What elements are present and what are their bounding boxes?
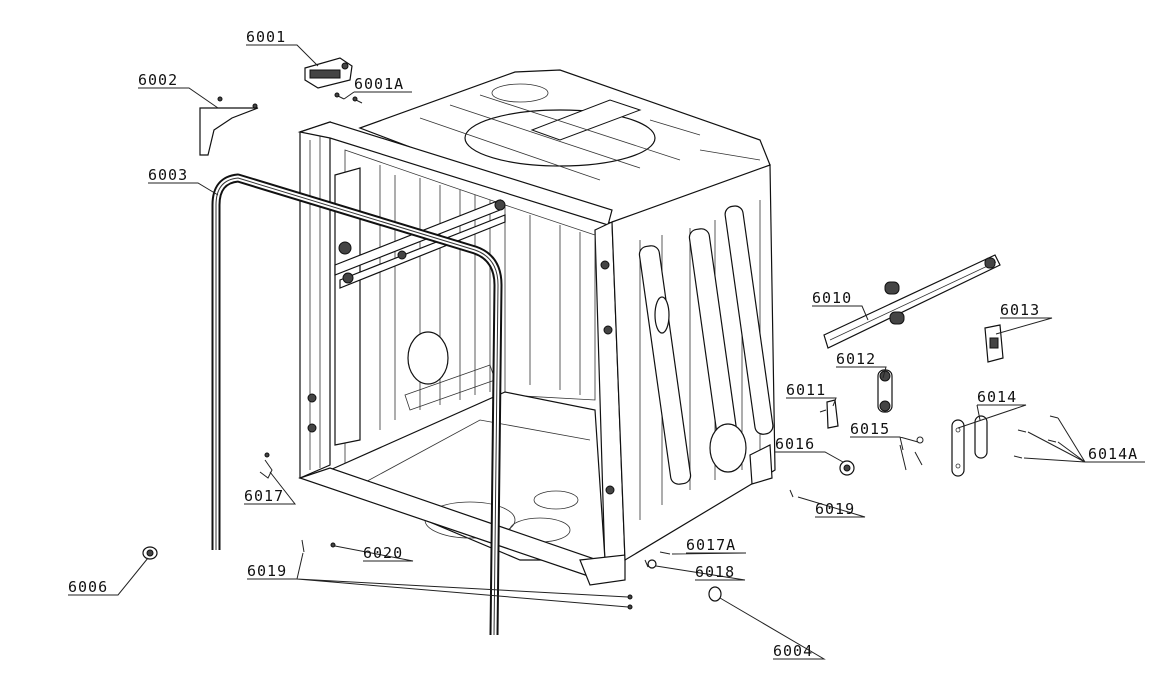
callout-6001: 6001 [246, 28, 286, 46]
callout-6017a: 6017A [686, 536, 736, 554]
part-6001-latch [304, 57, 353, 89]
part-6011-clip [819, 399, 839, 429]
leader-lines [68, 44, 1145, 660]
dishwasher-tub [297, 69, 776, 586]
callout-6019-right: 6019 [815, 500, 855, 518]
part-6013-bracket [984, 324, 1004, 363]
callout-6020: 6020 [363, 544, 403, 562]
part-6010-rail [823, 254, 1001, 349]
part-6006-foot [142, 546, 158, 560]
callout-6010: 6010 [812, 289, 852, 307]
callout-6012: 6012 [836, 350, 876, 368]
part-6017A-screw [659, 551, 671, 555]
part-6018-nut [644, 559, 657, 569]
callout-6003: 6003 [148, 166, 188, 184]
callout-6019-left: 6019 [247, 562, 287, 580]
callout-6014a: 6014A [1088, 445, 1138, 463]
callout-labels: 6001 6001A 6002 6003 6006 6004 6010 6011… [68, 28, 1138, 660]
callout-6016: 6016 [775, 435, 815, 453]
part-6015-springs [899, 436, 924, 471]
part-6014-guides [951, 415, 988, 477]
part-6020-screw [330, 542, 336, 548]
part-6001A-screws [334, 92, 363, 104]
callout-6002: 6002 [138, 71, 178, 89]
callout-6011: 6011 [786, 381, 826, 399]
callout-6017: 6017 [244, 487, 284, 505]
callout-6006: 6006 [68, 578, 108, 596]
part-6016-bushing [839, 460, 855, 476]
part-6004-foot [708, 586, 722, 602]
callout-6014: 6014 [977, 388, 1017, 406]
part-6012-roller [877, 369, 893, 413]
part-6002-bracket [199, 96, 259, 156]
callout-6015: 6015 [850, 420, 890, 438]
callout-6013: 6013 [1000, 301, 1040, 319]
callout-6018: 6018 [695, 563, 735, 581]
callout-6001a: 6001A [354, 75, 404, 93]
part-6014A-screws [1013, 415, 1059, 459]
part-6017-hinge [259, 452, 273, 479]
callout-6004: 6004 [773, 642, 813, 660]
